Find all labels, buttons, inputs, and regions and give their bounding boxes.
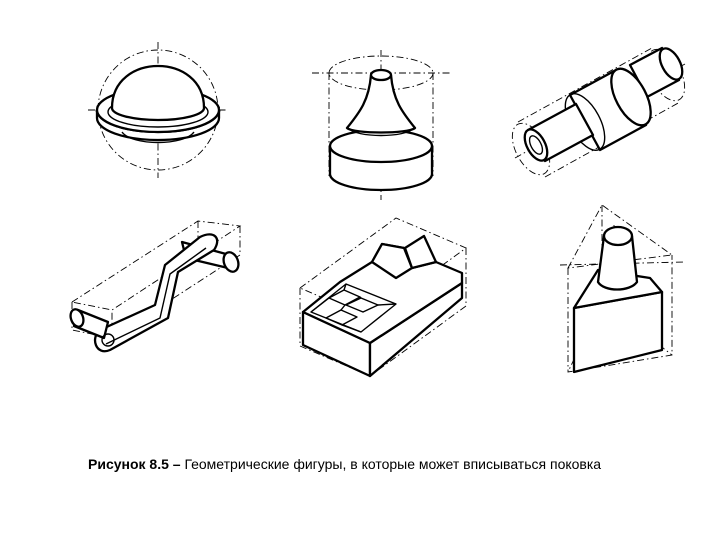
cone-in-prism — [559, 204, 685, 374]
caption-label: Рисунок 8.5 – — [88, 456, 181, 472]
dome-in-sphere — [88, 42, 228, 178]
stepped-shaft — [511, 46, 686, 178]
cone-on-cylinder — [312, 50, 450, 200]
die-block — [299, 217, 467, 378]
crank-lever — [69, 220, 242, 353]
figure-caption: Рисунок 8.5 – Геометрические фигуры, в к… — [88, 455, 708, 473]
caption-text: Геометрические фигуры, в которые может в… — [184, 456, 602, 472]
